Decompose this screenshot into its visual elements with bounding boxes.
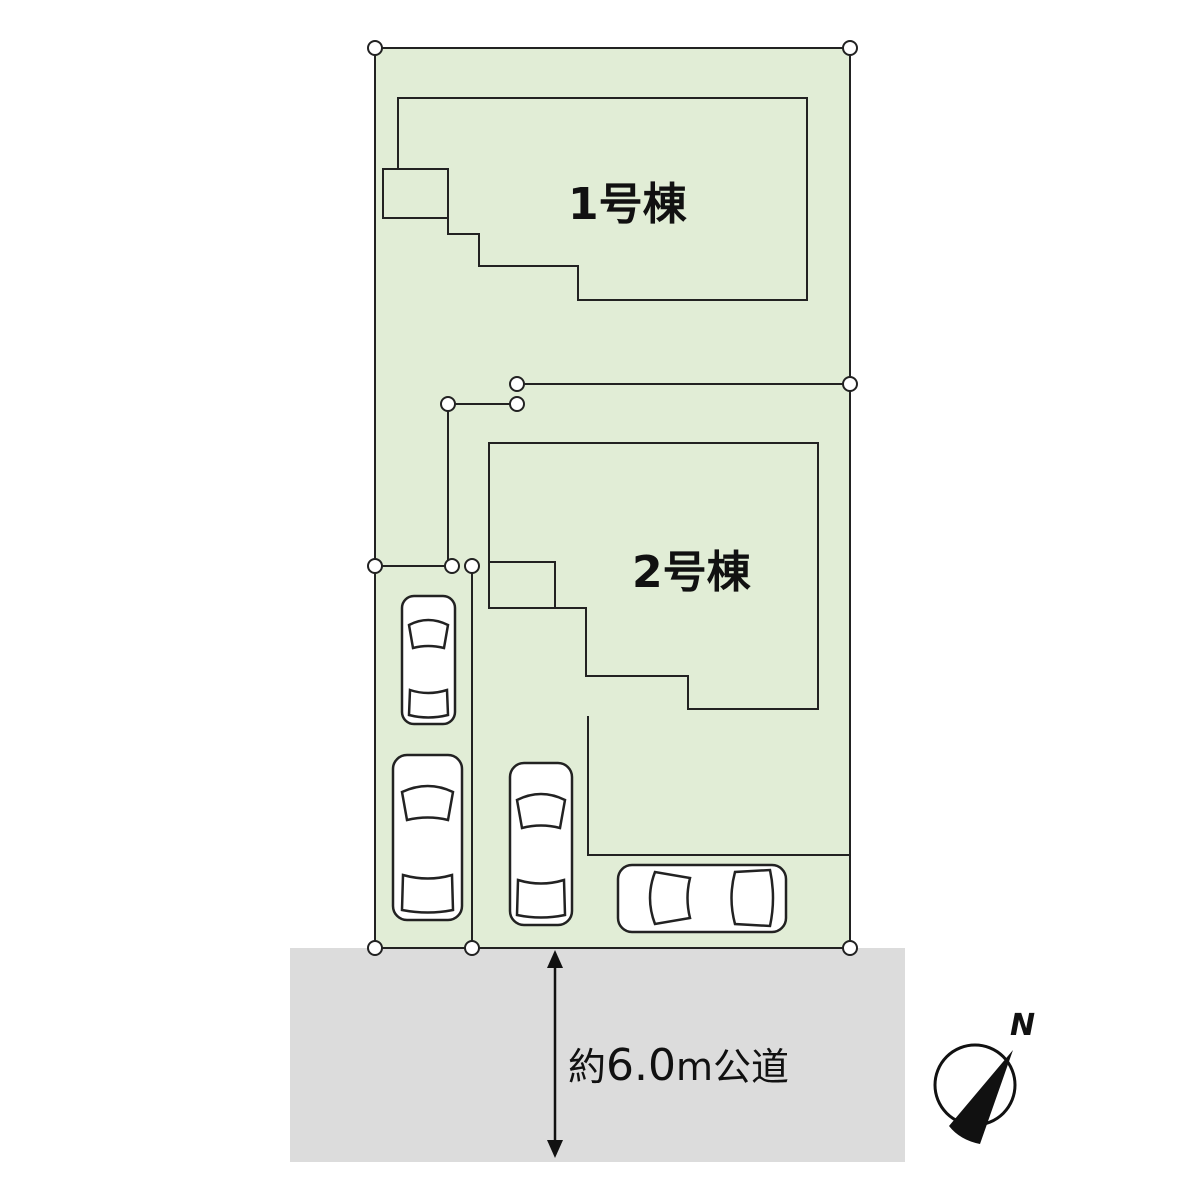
compass-north-label: N xyxy=(1010,1008,1036,1043)
north-compass-icon xyxy=(933,1043,1017,1144)
road-prefix: 約 xyxy=(568,1045,607,1089)
road-suffix: 公道 xyxy=(713,1045,790,1089)
boundary-markers xyxy=(367,40,858,956)
building-1-outline xyxy=(382,97,808,301)
building-1-label: 1号棟 xyxy=(568,179,687,230)
building-2-label: 2号棟 xyxy=(632,547,751,598)
car-parking-4 xyxy=(616,863,788,934)
road-label: 約6.0m公道 xyxy=(568,1036,789,1091)
road-unit: m xyxy=(676,1045,714,1089)
road-width-arrow xyxy=(547,950,563,1158)
road-area xyxy=(290,948,905,1162)
car-parking-3 xyxy=(508,761,574,927)
car-parking-2 xyxy=(391,753,464,922)
building-2-outline xyxy=(488,442,850,856)
road-width: 6.0 xyxy=(606,1040,676,1091)
car-parking-1 xyxy=(400,594,457,726)
